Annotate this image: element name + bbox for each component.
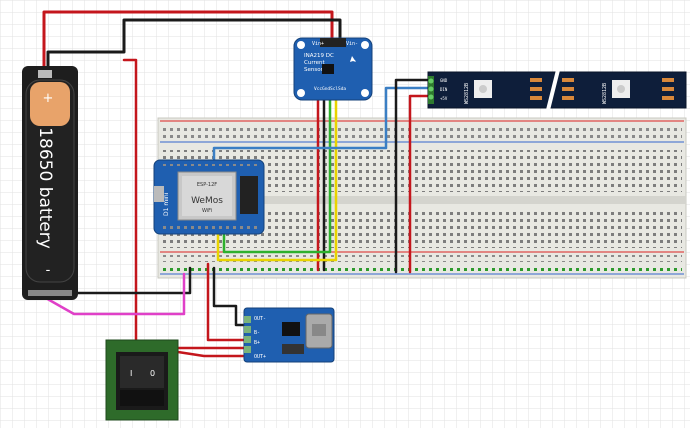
sensor-pin-vin-plus: Vin+: [312, 41, 324, 47]
wire-yellow-sda: [216, 94, 338, 262]
wire-black-charger: [212, 266, 246, 327]
wemos-model-label: D1 mini: [163, 192, 170, 216]
wire-blue-data: [212, 86, 432, 164]
battery-label: 18650 battery: [35, 127, 55, 249]
sensor-pin-gnd: Gnd: [322, 86, 330, 92]
current-sensor: Vin+ Vin- INA219 DC Current Sensor Vcc G…: [293, 37, 373, 101]
sensor-pin-sda: Sda: [338, 86, 346, 92]
sensor-title-2: Current: [304, 60, 326, 66]
strip-in-din: DIN: [440, 87, 448, 92]
wire-black-battery-top: [46, 18, 342, 72]
battery: + - 18650 battery: [22, 66, 78, 300]
wire-pink: [42, 272, 186, 316]
strip-in-5v: +5V: [440, 96, 448, 101]
wire-black-battery-bottom: [26, 266, 192, 295]
rocker-switch: I 0: [105, 339, 179, 421]
wemos-brand-label: WeMos: [191, 196, 223, 206]
led-strip: GND DIN +5V WS2812B WS2812B: [427, 69, 687, 111]
sensor-title-1: INA219 DC: [304, 53, 334, 59]
charger-out-minus: OUT-: [254, 316, 266, 322]
switch-on-label: I: [130, 369, 132, 378]
sensor-title-3: Sensor: [304, 67, 324, 73]
switch-off-label: 0: [150, 369, 155, 378]
wemos-d1-mini: ESP-12F WeMos WiFi D1 mini: [153, 159, 265, 235]
charger-out-plus: OUT+: [254, 354, 266, 360]
strip-chip2-label: WS2812B: [602, 83, 608, 104]
strip-chip1-label: WS2812B: [464, 83, 470, 104]
charger-b-plus: B+: [254, 340, 260, 346]
wemos-module-label: ESP-12F: [197, 182, 217, 188]
sensor-pin-vcc: Vcc: [314, 86, 322, 92]
wire-green-scl: [222, 94, 332, 254]
wire-black-strip-gnd: [394, 78, 432, 274]
charger-module: OUT- B- B+ OUT+: [243, 307, 335, 363]
sensor-pin-vin-minus: Vin-: [346, 41, 358, 47]
battery-minus-label: -: [46, 263, 51, 278]
wires: [26, 10, 432, 358]
sensor-pin-scl: Scl: [330, 86, 338, 92]
wire-red-strip-5v: [408, 94, 432, 274]
charger-b-minus: B-: [254, 330, 260, 336]
battery-plus-label: +: [43, 91, 54, 106]
strip-in-gnd: GND: [440, 78, 448, 83]
wire-red-wemos-charger: [206, 262, 246, 342]
battery-positive-cap: [30, 82, 70, 126]
wire-red-to-switch: [122, 58, 138, 354]
wemos-chip-label: WiFi: [202, 208, 212, 214]
wire-red-battery-top: [42, 10, 334, 72]
